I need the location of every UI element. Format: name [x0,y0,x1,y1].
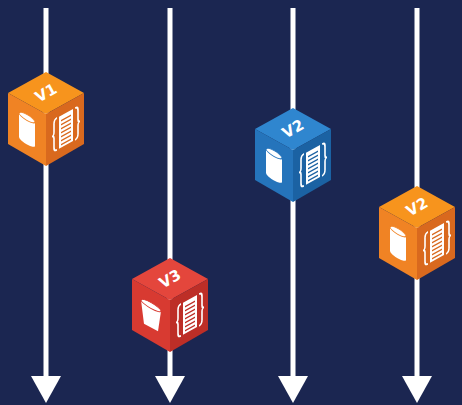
brace-right [446,219,451,254]
database-top [19,110,35,125]
document-icon [299,141,327,188]
version-cube: V3 [132,258,208,352]
storage-icon [390,224,406,263]
document-page [430,223,444,263]
arrow-head [155,376,185,403]
brace-left [176,304,181,339]
arrow-head [278,376,308,403]
brace-right [322,141,327,176]
cube-right [46,93,84,166]
document-icon [176,291,204,338]
storage-icon [19,110,35,149]
storage-icon [266,146,282,185]
brace-left [423,232,428,267]
arrow-head [402,376,432,403]
database-icon [266,146,282,185]
version-cube: V2 [255,108,331,202]
version-cube: V2 [379,186,455,280]
cube-right [170,279,208,352]
document-line [185,325,195,331]
brace-right [75,105,80,140]
document-page [306,145,320,185]
bucket-top [141,297,161,314]
document-line [308,175,318,181]
document-icon [52,105,80,152]
database-top [390,224,406,239]
document-page [59,109,73,149]
brace-left [52,118,57,153]
cube-right [293,129,331,202]
arrow-head [31,376,61,403]
timeline-line [44,8,49,380]
cube-right [417,207,455,280]
brace-left [299,154,304,189]
version-cube: V1 [8,72,84,166]
brace-right [199,291,204,326]
document-line [432,253,442,259]
database-icon [390,224,406,263]
document-line [61,139,71,145]
document-page [183,295,197,335]
storage-icon [141,297,161,333]
database-top [266,146,282,161]
document-icon [423,219,451,266]
database-icon [19,110,35,149]
